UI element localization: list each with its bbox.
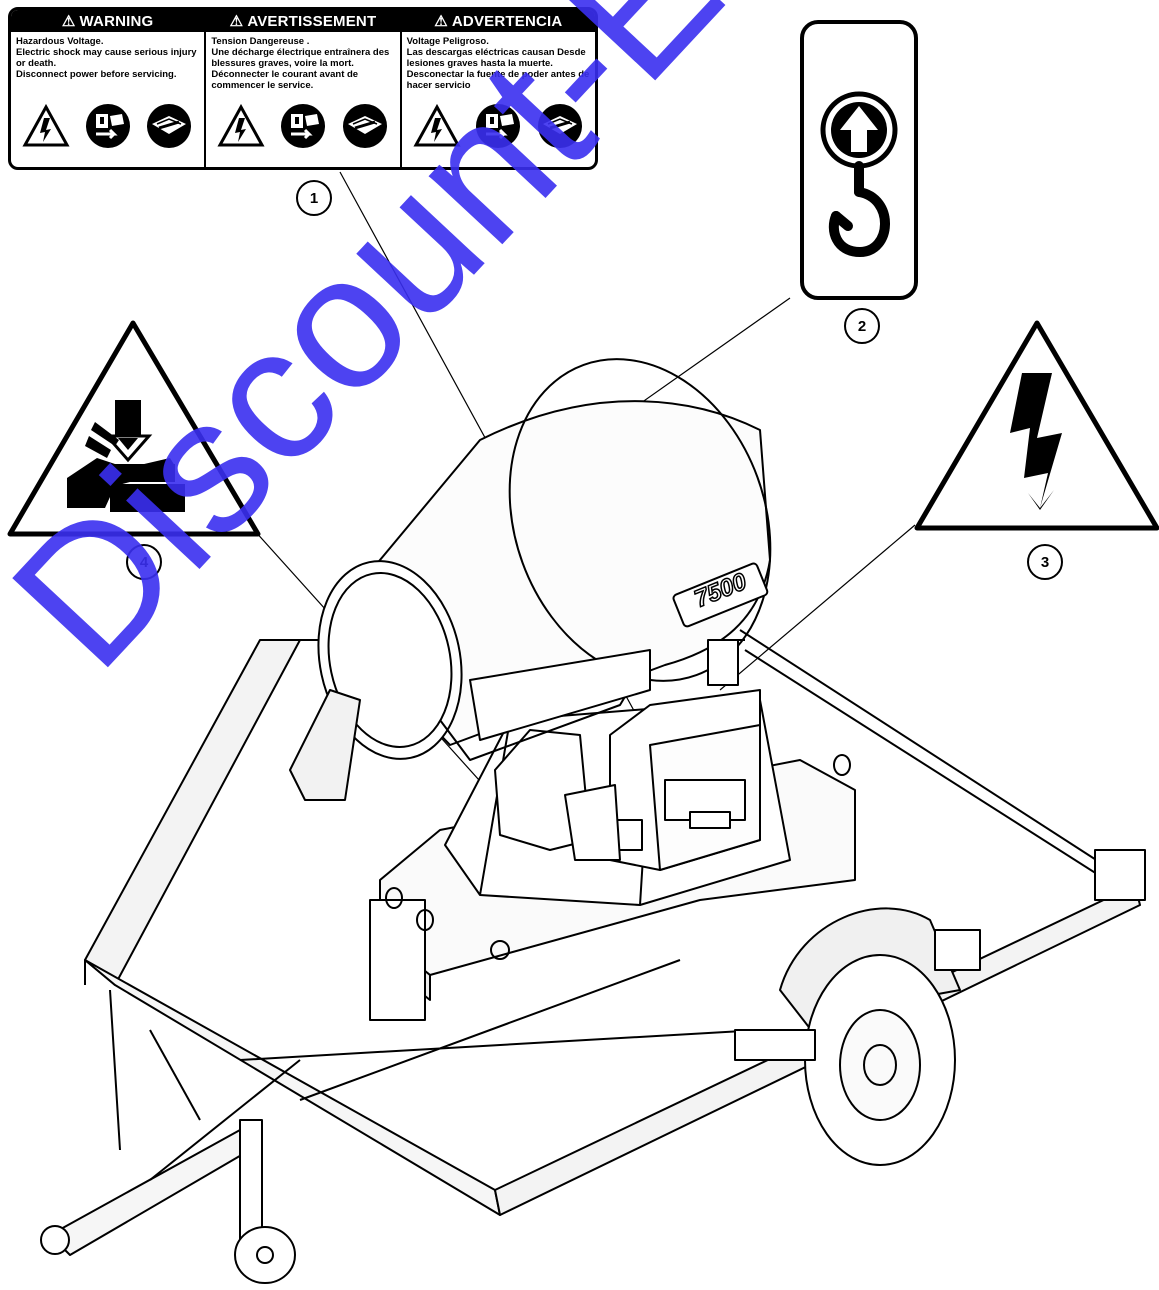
- alert-triangle-icon: ⚠: [61, 13, 76, 30]
- read-manual-icon: [147, 104, 192, 148]
- model-badge: [672, 562, 769, 628]
- warning-column-english: ⚠ WARNING Hazardous Voltage. Electric sh…: [11, 10, 207, 167]
- callout-2: 2: [844, 308, 880, 344]
- callout-4: 4: [126, 544, 162, 580]
- advertencia-heading-text: ADVERTENCIA: [451, 12, 563, 30]
- warning-heading-text: WARNING: [79, 12, 154, 30]
- avertissement-icons-row: [206, 102, 399, 150]
- advertencia-heading: ⚠ ADVERTENCIA: [401, 10, 595, 32]
- crush-hazard-sign: [7, 320, 261, 537]
- electric-shock-icon: [22, 104, 70, 147]
- disconnect-power-icon: [280, 104, 325, 148]
- warning-icons-row: [11, 102, 204, 150]
- warning-body-text: Hazardous Voltage. Electric shock may ca…: [16, 36, 197, 80]
- warning-column-spanish: ⚠ ADVERTENCIA Voltage Peligroso. Las des…: [401, 10, 595, 167]
- motor-housing: [494, 729, 621, 861]
- hook-icon: [828, 161, 890, 258]
- electric-shock-icon: [412, 104, 461, 147]
- callout-3: 3: [1027, 544, 1063, 580]
- disconnect-power-icon: [85, 104, 130, 148]
- alert-triangle-icon: ⚠: [229, 13, 244, 30]
- alert-triangle-icon: ⚠: [434, 13, 448, 30]
- advertencia-body-text: Voltage Peligroso. Las descargas eléctri…: [406, 36, 590, 91]
- avertissement-heading-text: AVERTISSEMENT: [247, 12, 377, 30]
- callout-1: 1: [296, 180, 332, 216]
- electric-shock-icon: [217, 104, 265, 147]
- lift-point-sign: [800, 20, 918, 300]
- hazardous-voltage-warning-label: ⚠ WARNING Hazardous Voltage. Electric sh…: [8, 7, 598, 170]
- electrical-hazard-sign: [914, 320, 1159, 531]
- avertissement-heading: ⚠ AVERTISSEMENT: [206, 10, 400, 32]
- lightning-bolt-icon: [1010, 373, 1062, 510]
- advertencia-icons-row: [402, 102, 595, 150]
- warning-heading: ⚠ WARNING: [11, 10, 205, 32]
- avertissement-body-text: Tension Dangereuse . Une décharge électr…: [211, 36, 390, 91]
- arrow-up-icon: [820, 91, 898, 169]
- warning-column-french: ⚠ AVERTISSEMENT Tension Dangereuse . Une…: [206, 10, 402, 167]
- electrical-box: [609, 689, 761, 871]
- read-manual-icon: [342, 104, 387, 148]
- read-manual-icon: [538, 104, 583, 148]
- hand-crush-icon: [67, 400, 185, 512]
- disconnect-power-icon: [476, 104, 521, 148]
- cannon-barrel: [289, 358, 772, 801]
- wheel-assembly: [734, 907, 981, 1166]
